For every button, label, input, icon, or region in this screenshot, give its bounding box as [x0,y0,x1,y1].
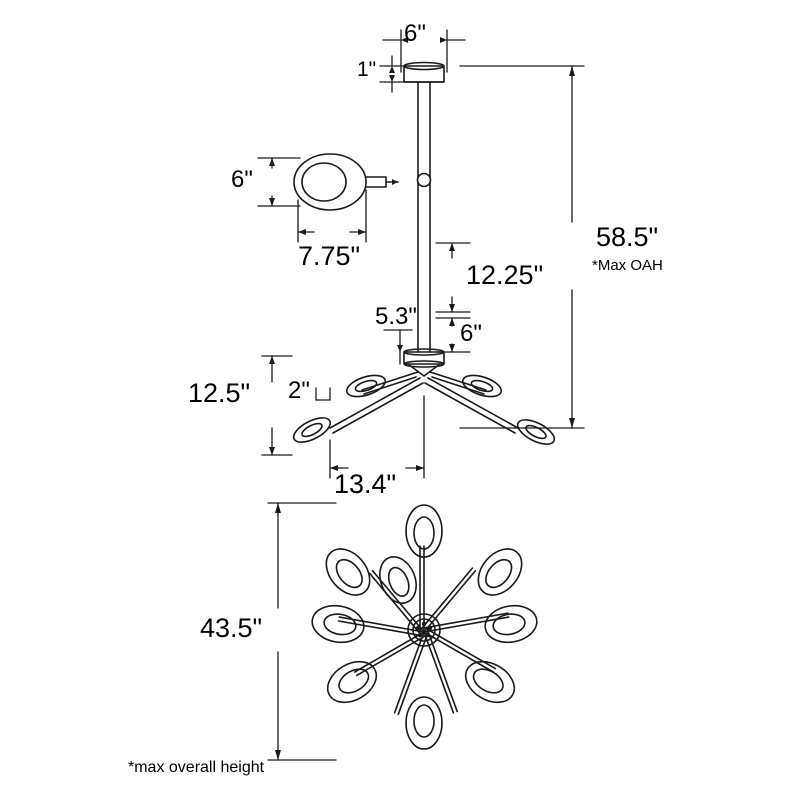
dim-body-height [383,329,413,365]
label-stem-lower: 6" [460,320,482,347]
stem [416,81,432,353]
label-canopy-height: 1" [357,58,377,81]
canopy [403,61,445,83]
label-plan-diameter: 43.5" [200,613,263,643]
dim-plan-diameter [267,502,337,761]
label-max-oah-note: *Max OAH [592,257,663,274]
label-body-height: 5.3" [375,303,417,330]
label-arm-spread: 13.4" [334,469,397,499]
label-canopy-diameter: 6" [404,20,426,47]
plan-shades [311,504,538,750]
label-shade-height: 6" [231,166,253,193]
dim-max-oah [459,65,585,429]
shade-detail [293,153,399,211]
dim-arm-spread [329,395,425,479]
label-footnote: *max overall height [128,759,265,776]
label-arm-drop: 12.5" [188,378,251,408]
dim-arm-drop [261,355,293,456]
label-arm-detail: 2" [288,377,310,404]
label-max-oah: 58.5" [596,222,659,252]
dim-arm-detail [315,387,331,401]
label-stem-upper: 12.25" [466,260,544,290]
fixture-hub [403,348,445,377]
elevation-shades [292,374,556,445]
dim-canopy-height [379,55,405,93]
plan-view [311,504,538,750]
dim-shade-height [257,157,301,207]
fixture-arms [329,371,519,434]
label-shade-width: 7.75" [298,241,361,271]
dim-canopy-diameter [382,29,466,73]
dim-shade-width [297,189,367,243]
dim-stem-upper [435,242,471,313]
plan-hub [407,613,441,647]
